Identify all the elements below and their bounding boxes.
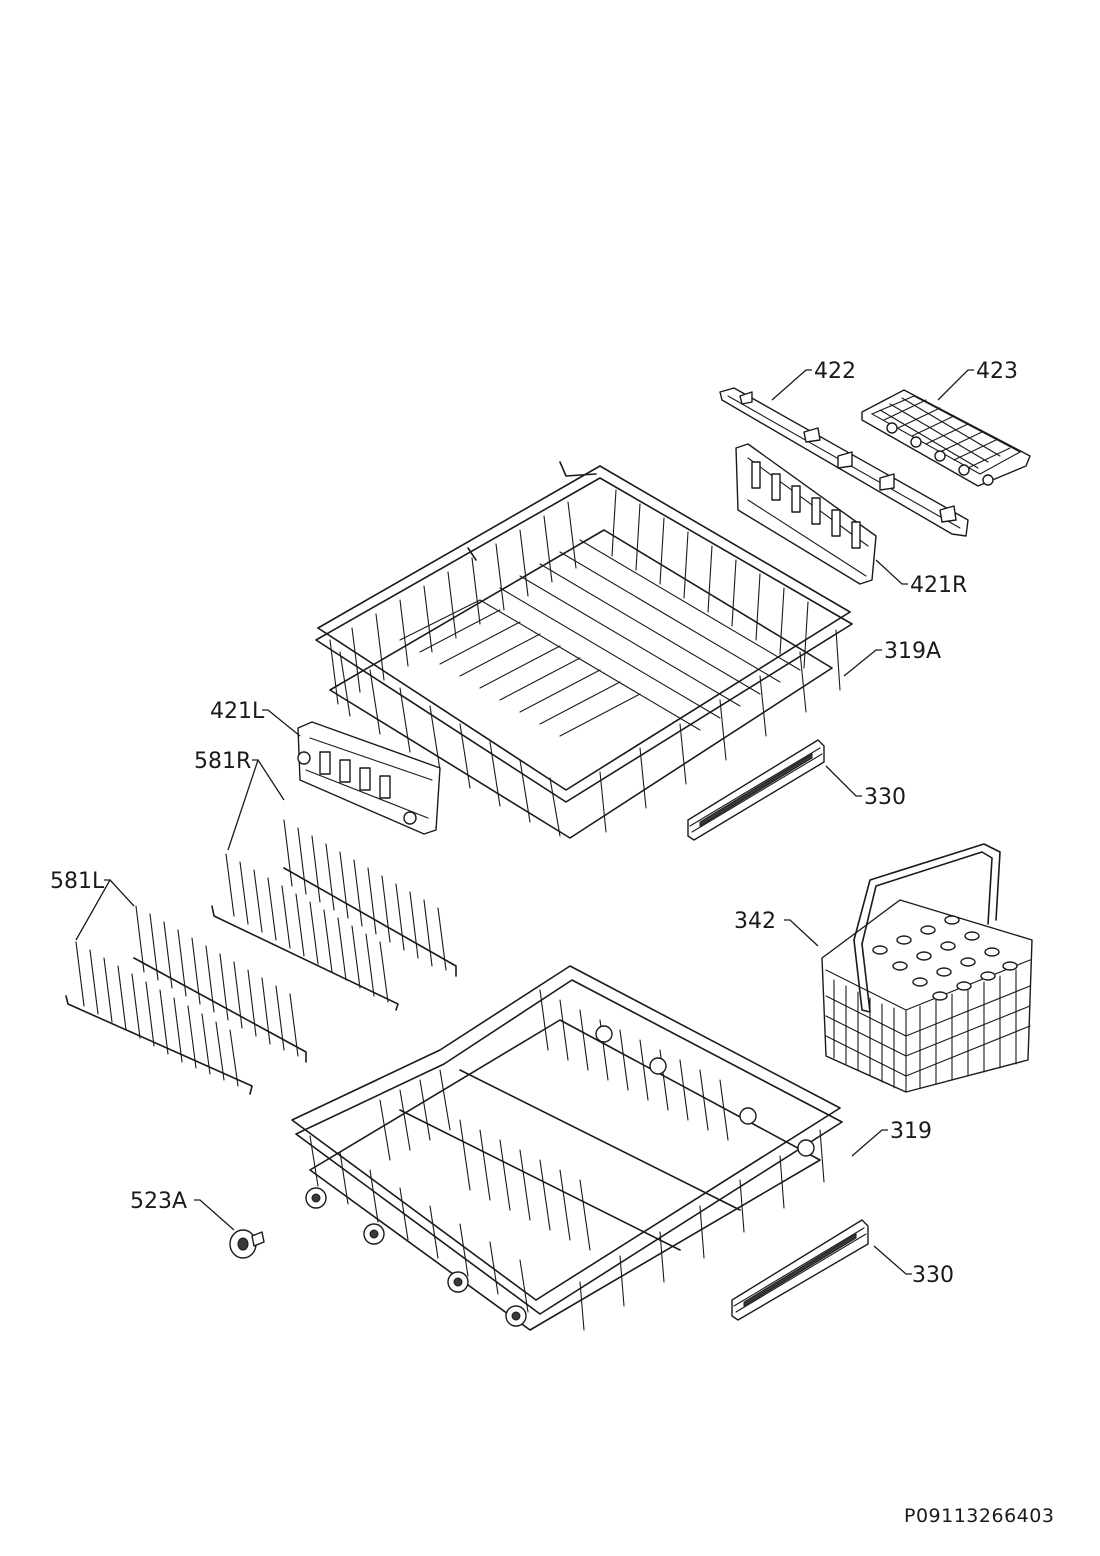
part-423-grid-insert xyxy=(861,389,1031,487)
part-422-rail xyxy=(719,387,969,537)
part-330-lower-rail-clip xyxy=(731,1219,869,1321)
leader-581R-b xyxy=(257,759,285,801)
part-421L-side-support xyxy=(297,721,441,835)
part-labels: 422 423 421R 319A 421L 581R 330 581L 342… xyxy=(50,359,1054,1527)
part-342-cutlery-basket xyxy=(821,843,1033,1093)
leader-523A xyxy=(194,1199,235,1231)
label-330-lower: 330 xyxy=(912,1263,954,1288)
part-319-lower-basket xyxy=(291,965,843,1331)
part-319A-upper-basket xyxy=(315,461,853,839)
label-523A: 523A xyxy=(130,1189,187,1214)
label-581R: 581R xyxy=(194,749,251,774)
part-330-upper-rail-clip xyxy=(687,739,825,841)
document-code: P09113266403 xyxy=(904,1505,1054,1527)
part-421R-side-support xyxy=(735,443,877,585)
label-421R: 421R xyxy=(910,573,967,598)
part-581L-tine-row xyxy=(65,905,307,1095)
leader-422 xyxy=(771,369,812,401)
leader-423 xyxy=(937,369,974,401)
leader-342 xyxy=(784,919,819,947)
leader-lines xyxy=(75,369,974,1275)
label-423: 423 xyxy=(976,359,1018,384)
label-421L: 421L xyxy=(210,699,265,724)
lower-basket-wheels xyxy=(305,1025,815,1327)
leader-581L-b xyxy=(109,879,135,907)
label-330-upper: 330 xyxy=(864,785,906,810)
leader-319 xyxy=(851,1129,888,1157)
label-422: 422 xyxy=(814,359,856,384)
label-319: 319 xyxy=(890,1119,932,1144)
part-523A-wheel xyxy=(229,1229,265,1259)
leader-421R xyxy=(875,559,908,585)
part-581R-tine-row xyxy=(211,819,457,1011)
leader-421L xyxy=(262,709,301,737)
label-319A: 319A xyxy=(884,639,941,664)
leader-330-lower xyxy=(873,1245,912,1275)
leader-330-upper xyxy=(825,765,862,797)
label-581L: 581L xyxy=(50,869,105,894)
label-342: 342 xyxy=(734,909,776,934)
leader-319A xyxy=(843,649,882,677)
